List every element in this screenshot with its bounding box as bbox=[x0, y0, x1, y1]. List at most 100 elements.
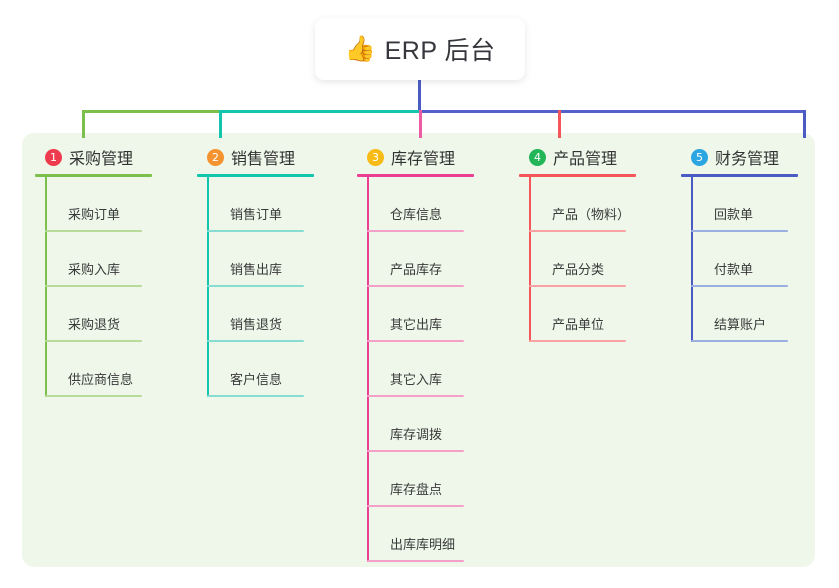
leaf-node-underline bbox=[367, 285, 464, 287]
leaf-node-underline bbox=[691, 285, 788, 287]
leaf-node-label: 采购退货 bbox=[68, 317, 121, 332]
connector-drop-branch-2 bbox=[219, 110, 222, 138]
leaf-node-underline bbox=[367, 395, 464, 397]
branch-title: 采购管理 bbox=[69, 151, 134, 168]
leaf-node-underline bbox=[207, 340, 304, 342]
root-node-erp-backend[interactable]: 👍 ERP 后台 bbox=[315, 18, 525, 80]
leaf-node-underline bbox=[207, 395, 304, 397]
connector-drop-branch-3 bbox=[419, 110, 422, 138]
leaf-node[interactable]: 产品库存 bbox=[367, 232, 516, 287]
branch-header[interactable]: 5 财务管理 bbox=[680, 145, 839, 169]
leaf-node-label: 产品单位 bbox=[552, 317, 605, 332]
branch-finance: 5 财务管理 回款单付款单结算账户 bbox=[680, 145, 839, 342]
leaf-node-underline bbox=[45, 285, 142, 287]
branch-header[interactable]: 2 销售管理 bbox=[196, 145, 356, 169]
leaf-node[interactable]: 其它入库 bbox=[367, 342, 516, 397]
leaf-node-label: 供应商信息 bbox=[68, 372, 134, 387]
leaf-node[interactable]: 供应商信息 bbox=[45, 342, 194, 397]
leaf-node-label: 采购入库 bbox=[68, 262, 121, 277]
connector-bus-segment-3 bbox=[419, 110, 558, 113]
leaf-node-underline bbox=[367, 450, 464, 452]
leaf-node-label: 销售出库 bbox=[230, 262, 283, 277]
branch-title: 库存管理 bbox=[391, 151, 456, 168]
leaf-node[interactable]: 结算账户 bbox=[691, 287, 839, 342]
leaf-node-label: 库存调拨 bbox=[390, 427, 443, 442]
connector-drop-branch-1 bbox=[82, 110, 85, 138]
leaf-node[interactable]: 销售订单 bbox=[207, 177, 356, 232]
leaf-node[interactable]: 销售出库 bbox=[207, 232, 356, 287]
branch-underline bbox=[519, 174, 636, 177]
branch-underline bbox=[197, 174, 314, 177]
leaf-node-label: 库存盘点 bbox=[390, 482, 443, 497]
leaf-node-underline bbox=[367, 230, 464, 232]
branch-items: 产品（物料） 产品分类产品单位 bbox=[518, 177, 678, 342]
branch-underline bbox=[357, 174, 474, 177]
leaf-node[interactable]: 其它出库 bbox=[367, 287, 516, 342]
leaf-node[interactable]: 产品（物料） bbox=[529, 177, 678, 232]
leaf-node[interactable]: 付款单 bbox=[691, 232, 839, 287]
leaf-node-label: 销售退货 bbox=[230, 317, 283, 332]
branch-underline bbox=[35, 174, 152, 177]
root-node-title: ERP 后台 bbox=[384, 37, 496, 65]
leaf-node[interactable]: 销售退货 bbox=[207, 287, 356, 342]
branch-purchasing: 1 采购管理 采购订单采购入库采购退货供应商信息 bbox=[34, 145, 194, 397]
leaf-node[interactable]: 产品分类 bbox=[529, 232, 678, 287]
branch-header[interactable]: 4 产品管理 bbox=[518, 145, 678, 169]
leaf-node-label: 产品分类 bbox=[552, 262, 605, 277]
leaf-node[interactable]: 库存调拨 bbox=[367, 397, 516, 452]
branch-number-badge: 4 bbox=[529, 148, 546, 166]
connector-bus-segment-1 bbox=[82, 110, 219, 113]
leaf-node-underline bbox=[45, 230, 142, 232]
leaf-node-underline bbox=[367, 560, 464, 562]
branch-items: 销售订单销售出库销售退货客户信息 bbox=[196, 177, 356, 397]
branch-inventory: 3 库存管理 仓库信息产品库存其它出库其它入库库存调拨库存盘点出库库明细 bbox=[356, 145, 516, 562]
leaf-node-underline bbox=[45, 395, 142, 397]
connector-bus-segment-4 bbox=[558, 110, 806, 113]
diagram-background-panel bbox=[22, 133, 815, 567]
leaf-node-underline bbox=[691, 230, 788, 232]
branch-spine bbox=[367, 177, 369, 562]
leaf-node[interactable]: 客户信息 bbox=[207, 342, 356, 397]
leaf-node-label: 付款单 bbox=[714, 262, 754, 277]
leaf-node-label: 回款单 bbox=[714, 207, 754, 222]
branch-number-badge: 2 bbox=[207, 148, 224, 166]
branch-underline bbox=[681, 174, 798, 177]
branch-items: 采购订单采购入库采购退货供应商信息 bbox=[34, 177, 194, 397]
leaf-node[interactable]: 出库库明细 bbox=[367, 507, 516, 562]
leaf-node-label: 其它出库 bbox=[390, 317, 443, 332]
branch-items: 仓库信息产品库存其它出库其它入库库存调拨库存盘点出库库明细 bbox=[356, 177, 516, 562]
branch-items: 回款单付款单结算账户 bbox=[680, 177, 839, 342]
leaf-node-label: 结算账户 bbox=[714, 317, 767, 332]
connector-trunk-vertical bbox=[418, 80, 421, 112]
branch-number-badge: 3 bbox=[367, 148, 384, 166]
leaf-node-underline bbox=[529, 340, 626, 342]
thumbs-up-icon: 👍 bbox=[344, 34, 376, 63]
branch-header[interactable]: 1 采购管理 bbox=[34, 145, 194, 169]
connector-drop-branch-4 bbox=[558, 110, 561, 138]
branch-product: 4 产品管理 产品（物料） 产品分类产品单位 bbox=[518, 145, 678, 342]
leaf-node[interactable]: 产品单位 bbox=[529, 287, 678, 342]
leaf-node-underline bbox=[207, 230, 304, 232]
leaf-node[interactable]: 库存盘点 bbox=[367, 452, 516, 507]
connector-bus-segment-2 bbox=[219, 110, 419, 113]
branch-title: 产品管理 bbox=[553, 151, 618, 168]
leaf-node[interactable]: 采购退货 bbox=[45, 287, 194, 342]
branch-title: 财务管理 bbox=[715, 151, 780, 168]
leaf-node-underline bbox=[207, 285, 304, 287]
leaf-node-label: 销售订单 bbox=[230, 207, 283, 222]
leaf-node-underline bbox=[691, 340, 788, 342]
branch-spine bbox=[691, 177, 693, 342]
leaf-node[interactable]: 采购入库 bbox=[45, 232, 194, 287]
leaf-node-label: 客户信息 bbox=[230, 372, 283, 387]
branch-spine bbox=[529, 177, 531, 342]
leaf-node[interactable]: 采购订单 bbox=[45, 177, 194, 232]
branch-spine bbox=[45, 177, 47, 397]
branch-number-badge: 1 bbox=[45, 148, 62, 166]
branch-header[interactable]: 3 库存管理 bbox=[356, 145, 516, 169]
leaf-node-label: 其它入库 bbox=[390, 372, 443, 387]
leaf-node[interactable]: 回款单 bbox=[691, 177, 839, 232]
leaf-node[interactable]: 仓库信息 bbox=[367, 177, 516, 232]
branch-sales: 2 销售管理 销售订单销售出库销售退货客户信息 bbox=[196, 145, 356, 397]
connector-drop-branch-5 bbox=[803, 110, 806, 138]
leaf-node-underline bbox=[367, 505, 464, 507]
